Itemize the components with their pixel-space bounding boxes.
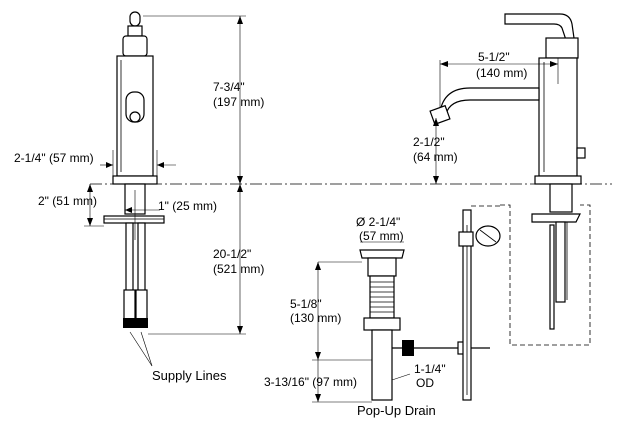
dim-faucet-height-metric: (197 mm) — [213, 95, 264, 109]
dim-faucet-height-imperial: 7-3/4" — [213, 80, 245, 94]
dim-base-width: 2-1/4" (57 mm) — [14, 150, 176, 176]
dim-drain-height-metric: (130 mm) — [290, 311, 341, 325]
front-base — [112, 175, 158, 185]
dim-tailpiece-od-imperial: 1-1/4" — [414, 362, 446, 376]
dim-tailpiece-length-label: 3-13/16" (97 mm) — [264, 375, 357, 389]
side-spout — [439, 87, 540, 115]
dim-tailpiece-od-metric: OD — [416, 376, 434, 390]
drain-tailpiece — [371, 329, 393, 401]
drain-nut — [363, 317, 401, 331]
dim-base-height-label: 2" (51 mm) — [38, 194, 97, 208]
supply-nut-right — [135, 318, 148, 328]
dim-shank-offset-label: 1" (25 mm) — [158, 199, 217, 213]
dim-spout-clearance-imperial: 2-1/2" — [413, 135, 445, 149]
lift-strap-clip — [458, 231, 474, 247]
dim-supply-length: 20-1/2" (521 mm) — [148, 184, 264, 335]
side-supply-line — [555, 221, 566, 303]
supply-leader-1 — [129, 331, 153, 367]
dim-drain-diameter: Ø 2-1/4" (57 mm) — [356, 215, 404, 243]
front-aerator-ring — [129, 111, 141, 123]
side-view-faucet — [429, 13, 586, 330]
dim-drain-diameter-imperial: Ø 2-1/4" — [356, 215, 400, 229]
dim-base-width-label: 2-1/4" (57 mm) — [14, 151, 94, 165]
side-rod — [549, 224, 555, 330]
dim-drain-height: 5-1/8" (130 mm) — [290, 261, 372, 361]
dim-spout-reach-imperial: 5-1/2" — [478, 50, 510, 64]
dim-drain-diameter-metric: (57 mm) — [359, 229, 404, 243]
front-mount-plate — [103, 215, 165, 224]
supply-leader-2 — [140, 331, 153, 367]
drain-flange — [359, 249, 405, 259]
dim-base-height: 2" (51 mm) — [38, 184, 104, 227]
side-shank — [549, 183, 573, 213]
popup-drain-label: Pop-Up Drain — [357, 403, 436, 418]
dim-spout-clearance: 2-1/2" (64 mm) — [413, 118, 458, 184]
dim-shank-offset: 1" (25 mm) — [125, 190, 217, 240]
front-handle-top — [129, 11, 141, 27]
supply-line-right-end — [135, 289, 148, 321]
dim-drain-height-imperial: 5-1/8" — [290, 297, 322, 311]
dim-tailpiece-od: 1-1/4" OD — [391, 362, 446, 390]
dim-supply-length-metric: (521 mm) — [213, 262, 264, 276]
supply-lines-label: Supply Lines — [152, 368, 227, 383]
supply-nut-left — [123, 318, 136, 328]
drain-lift-strap — [458, 205, 501, 401]
side-lever — [504, 13, 575, 41]
front-handle-stem — [127, 25, 143, 37]
front-view-faucet — [103, 11, 165, 367]
dim-spout-reach: 5-1/2" (140 mm) — [439, 50, 559, 108]
front-handle-collar — [122, 35, 148, 57]
side-handle-collar — [545, 37, 579, 59]
dim-spout-reach-metric: (140 mm) — [476, 66, 527, 80]
dim-spout-clearance-metric: (64 mm) — [413, 150, 458, 164]
side-aerator — [429, 104, 451, 126]
drain-cap — [367, 257, 397, 277]
front-aerator — [125, 91, 145, 123]
supply-line-left-end — [123, 289, 136, 321]
dim-supply-length-imperial: 20-1/2" — [213, 247, 251, 261]
dim-faucet-height: 7-3/4" (197 mm) — [143, 15, 264, 184]
side-knob — [576, 147, 586, 159]
side-dashed-outline — [500, 204, 591, 346]
side-base — [534, 175, 582, 185]
side-mount-bracket — [531, 213, 581, 223]
dim-tailpiece-length: 3-13/16" (97 mm) — [264, 360, 372, 403]
